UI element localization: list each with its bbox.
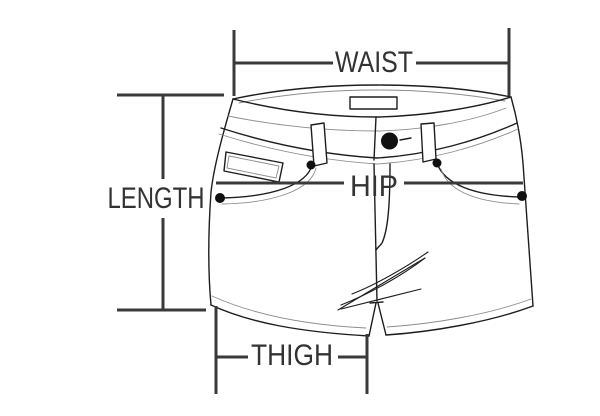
length-measurement: LENGTH xyxy=(108,93,224,312)
right-leg-hem xyxy=(385,305,534,336)
waistband-rim xyxy=(232,96,512,118)
waist-measurement: WAIST xyxy=(232,28,511,96)
rivet-right-top xyxy=(432,158,442,168)
waist-label: WAIST xyxy=(335,46,413,79)
waistband-bottom xyxy=(220,122,518,159)
fly-j-stitch xyxy=(375,163,391,251)
waistband-top-inner-edge xyxy=(238,89,506,104)
belt-loop-right xyxy=(420,122,437,163)
belt-loop-left xyxy=(310,122,328,167)
right-leg-hem-stitch xyxy=(386,298,532,328)
right-pocket-curve xyxy=(436,162,522,198)
right-pocket-stitch xyxy=(440,168,520,205)
crease-line-loop-bottom xyxy=(340,257,426,306)
thigh-measurement: THIGH xyxy=(214,306,369,394)
thigh-label: THIGH xyxy=(251,339,333,372)
waistband-rim-stitch xyxy=(227,107,507,132)
crease-line-lower xyxy=(340,288,422,310)
left-leg-hem-stitch xyxy=(211,295,367,329)
rivet-right-side xyxy=(517,191,527,201)
right-side-seam xyxy=(510,96,534,307)
rivet-left-top xyxy=(306,160,316,170)
crease-line-loop-top xyxy=(337,257,426,311)
left-pocket-stitch xyxy=(221,167,317,205)
inner-right-leg xyxy=(377,302,387,336)
back-label-patch xyxy=(349,96,398,110)
left-leg-hem xyxy=(210,304,370,337)
buttonhole-mark xyxy=(399,137,412,141)
waistband-bottom-stitch xyxy=(218,128,519,165)
waistband-top-edge xyxy=(232,84,512,100)
center-front-seam xyxy=(373,116,377,161)
hip-measurement: HIP xyxy=(216,170,523,203)
hip-label: HIP xyxy=(350,170,398,203)
inner-left-leg xyxy=(368,302,377,337)
crotch-seam xyxy=(369,301,384,304)
rivet-left-side xyxy=(215,193,225,203)
crease-line-upper xyxy=(351,251,429,295)
jeans-button xyxy=(381,132,398,150)
coin-pocket-stitch xyxy=(226,155,280,179)
left-pocket-curve xyxy=(220,164,313,199)
length-label: LENGTH xyxy=(108,182,205,215)
fly-seam xyxy=(373,163,378,302)
shorts-illustration xyxy=(208,84,534,337)
